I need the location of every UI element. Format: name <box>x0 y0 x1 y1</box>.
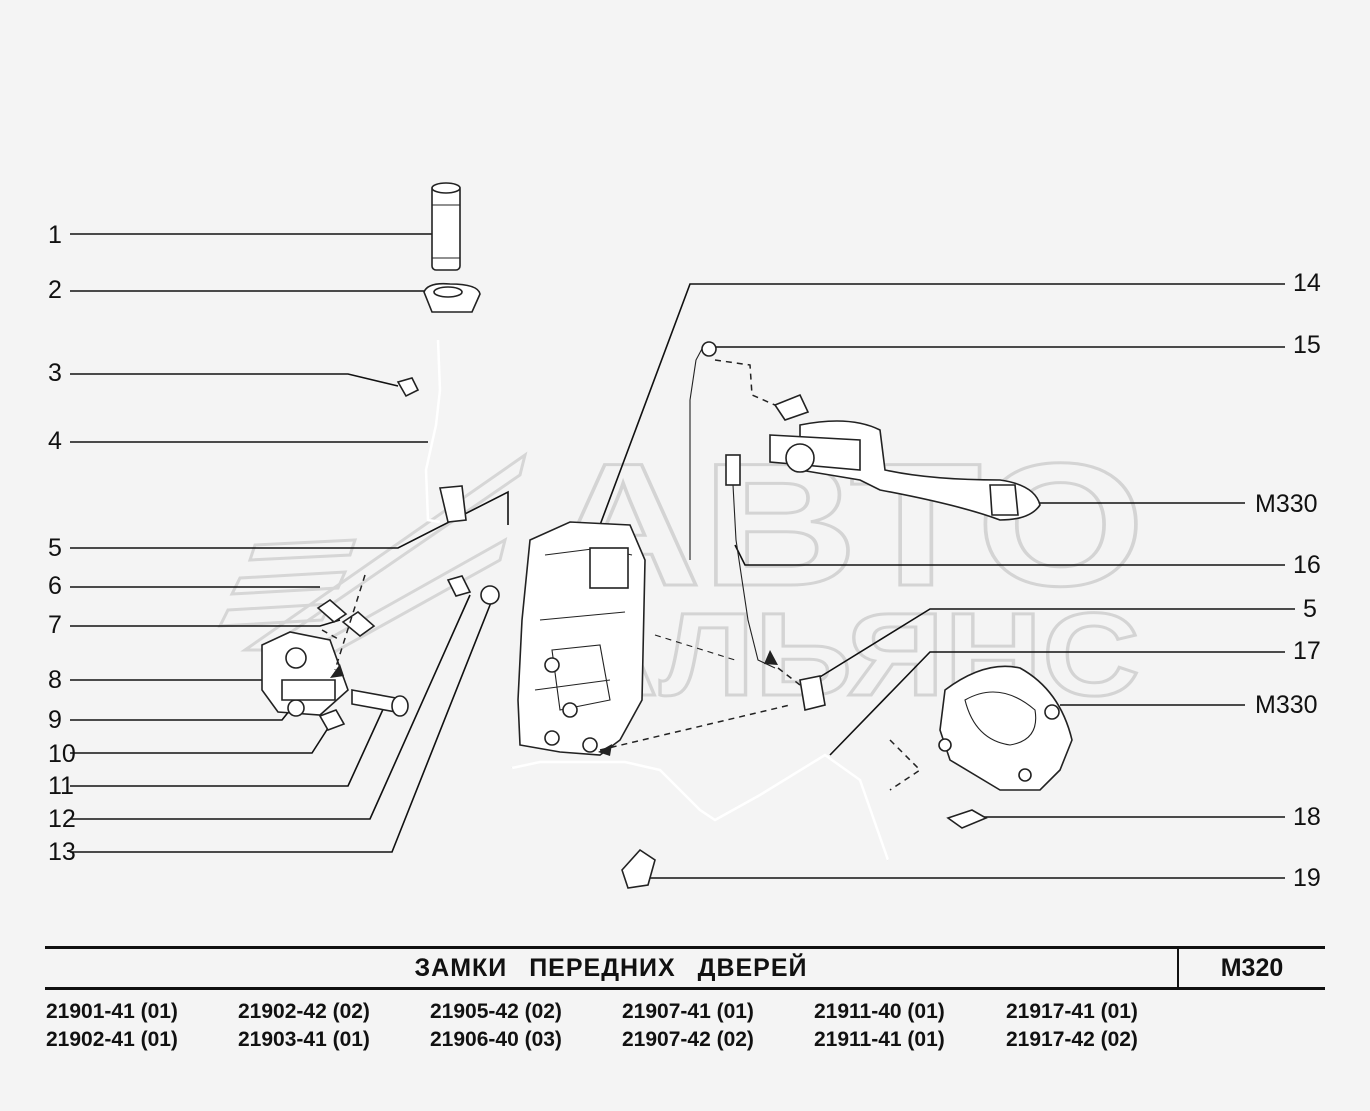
model-list: 21901-41 (01) 21902-42 (02) 21905-42 (02… <box>46 1000 1246 1052</box>
model-code: 21917-42 (02) <box>1006 1028 1138 1051</box>
part-4-rod <box>424 339 442 524</box>
right-callouts: 14 15 M330 16 5 17 M330 18 19 <box>1255 269 1321 892</box>
model-code: 21902-41 (01) <box>46 1028 178 1051</box>
part-11-bolt <box>351 689 409 717</box>
page-code: M320 <box>1220 954 1284 982</box>
part-8-striker <box>261 631 349 717</box>
part-15-rod <box>689 341 776 560</box>
callout-1: 1 <box>48 221 62 249</box>
model-code: 21907-42 (02) <box>622 1028 754 1051</box>
callout-15: 15 <box>1293 331 1321 359</box>
part-17-rod <box>511 704 922 861</box>
part-10-screw <box>318 709 346 731</box>
callout-9: 9 <box>48 706 62 734</box>
model-code: 21907-41 (01) <box>622 1000 754 1023</box>
model-code: 21911-41 (01) <box>814 1028 945 1051</box>
callout-10: 10 <box>48 740 76 768</box>
part-18-pad <box>946 809 988 829</box>
model-code: 21902-42 (02) <box>238 1000 370 1023</box>
page-title: ЗАМКИ ПЕРЕДНИХ ДВЕРЕЙ <box>45 949 1179 987</box>
part-5-rod-clip <box>439 485 467 523</box>
part-3-clip <box>396 377 420 398</box>
model-code: 21903-41 (01) <box>238 1028 370 1051</box>
callout-5-right: 5 <box>1303 595 1317 623</box>
callout-5: 5 <box>48 534 62 562</box>
callout-18: 18 <box>1293 803 1321 831</box>
callout-6: 6 <box>48 572 62 600</box>
parts-diagram: АВТО АЛЬЯНС 1 2 3 4 5 6 7 8 9 10 11 12 1… <box>48 182 1321 892</box>
callout-16: 16 <box>1293 551 1321 579</box>
part-1-lock-knob <box>431 182 461 271</box>
outer-door-handle <box>769 393 1041 521</box>
callout-17: 17 <box>1293 637 1321 665</box>
part-16-rod <box>654 454 801 686</box>
model-code: 21917-41 (01) <box>1006 1000 1138 1023</box>
callout-8: 8 <box>48 666 62 694</box>
callout-3: 3 <box>48 359 62 387</box>
left-callouts: 1 2 3 4 5 6 7 8 9 10 11 12 13 <box>48 221 76 866</box>
part-13-nut <box>480 585 500 605</box>
model-code: 21905-42 (02) <box>430 1000 562 1023</box>
callout-m330-a: M330 <box>1255 490 1318 518</box>
callout-4: 4 <box>48 427 62 455</box>
callout-11: 11 <box>48 772 74 800</box>
part-2-bushing <box>423 282 481 313</box>
part-5-right-clip <box>799 675 826 711</box>
model-code: 21906-40 (03) <box>430 1028 562 1051</box>
title-bar: ЗАМКИ ПЕРЕДНИХ ДВЕРЕЙ M320 <box>45 946 1325 990</box>
part-12-screw <box>446 575 472 597</box>
part-14-lock-body <box>517 521 646 756</box>
callout-m330-b: M330 <box>1255 691 1318 719</box>
callout-19: 19 <box>1293 864 1321 892</box>
callout-7: 7 <box>48 611 62 639</box>
model-code: 21911-40 (01) <box>814 1000 945 1023</box>
callout-2: 2 <box>48 276 62 304</box>
inner-door-handle <box>938 665 1073 791</box>
part-19-clip <box>621 848 656 889</box>
assembly-arrow <box>330 574 778 756</box>
callout-14: 14 <box>1293 269 1321 297</box>
model-code: 21901-41 (01) <box>46 1000 178 1023</box>
